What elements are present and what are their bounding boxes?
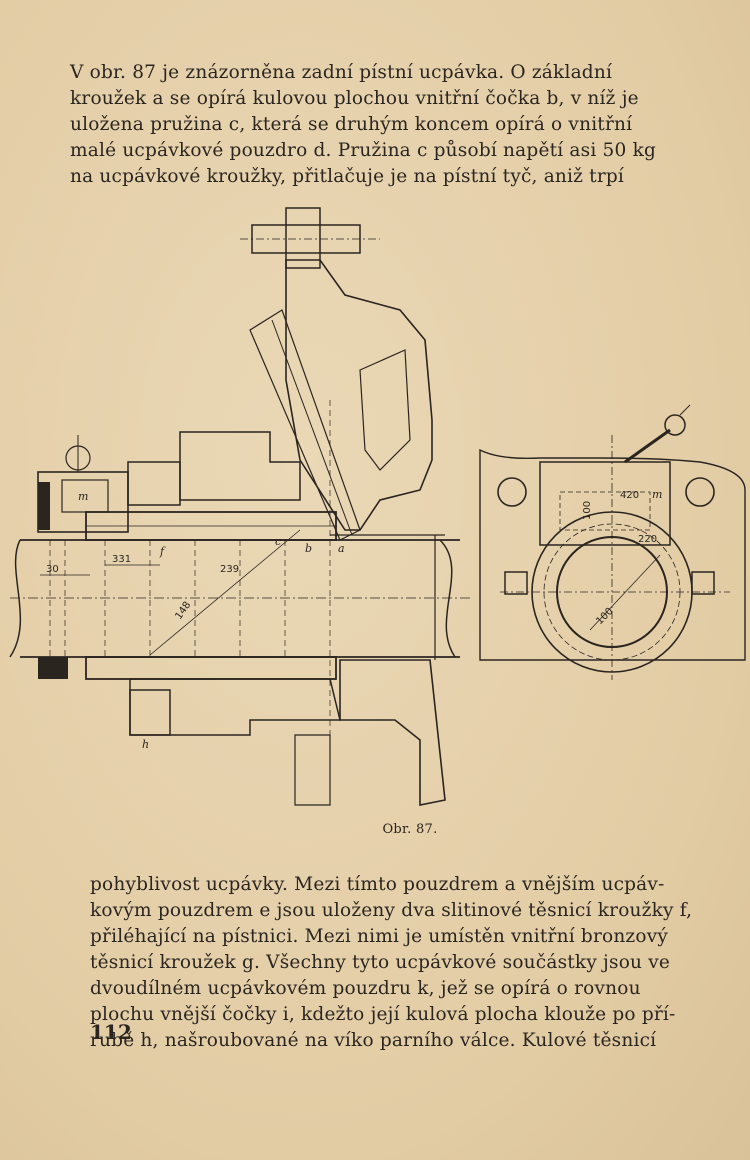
end-view: 420 m 100 100 220 — [479, 404, 746, 680]
text-line: kroužek a se opírá kulovou plochou vnitř… — [70, 88, 639, 109]
text-line: těsnicí kroužek g. Všechny tyto ucpávkov… — [90, 952, 671, 973]
text-line: dvoudílném ucpávkovém pouzdru k, jež se … — [90, 978, 641, 999]
end-ring-lower — [38, 657, 68, 679]
side-nut-left — [504, 571, 528, 595]
diagonal-dim — [149, 529, 301, 656]
side-nut-right — [691, 571, 715, 595]
part-m-box — [61, 479, 109, 513]
paragraph-bottom: pohyblivost ucpávky. Mezi tímto pouzdrem… — [90, 872, 740, 1054]
bolt-boss — [285, 207, 321, 269]
dim-239: 239 — [220, 564, 239, 575]
technical-drawing: m 30 — [9, 207, 746, 806]
text-line: rubě h, našroubované na víko parního vál… — [90, 1030, 657, 1051]
dim-148: 148 — [173, 600, 193, 622]
label-h: h — [142, 738, 149, 751]
gland-upper — [127, 461, 181, 506]
packing-rings-lower — [85, 656, 337, 680]
label-m: m — [78, 490, 88, 503]
figure-caption: Obr. 87. — [382, 822, 438, 837]
oil-fitting-cap — [664, 414, 686, 436]
end-flange-outline — [479, 448, 746, 661]
text-line: malé ucpávkové pouzdro d. Pružina c půso… — [70, 140, 657, 161]
label-a: a — [338, 542, 345, 555]
text-line: V obr. 87 je znázorněna zadní pístní ucp… — [70, 62, 613, 83]
cover-cavity — [359, 349, 411, 471]
text-line: plochu vnější čočky i, kdežto její kulov… — [90, 1004, 676, 1025]
text-line: na ucpávkové kroužky, přitlačuje je na p… — [70, 166, 625, 187]
dim-420: 420 — [620, 490, 639, 501]
cover-lower-inner — [294, 734, 331, 806]
end-ring-upper — [38, 482, 50, 530]
cover-lower — [339, 659, 446, 806]
housing-upper — [179, 431, 301, 501]
dim-331: 331 — [112, 554, 131, 565]
gland-lower — [129, 689, 171, 736]
dim-410: 100 — [582, 501, 593, 520]
inclined-pipe — [249, 309, 361, 541]
label-c: c — [275, 535, 281, 548]
rod-break-right — [439, 539, 456, 658]
text-line: přiléhající na pístnici. Mezi nimi je um… — [90, 926, 669, 947]
page-number: 112 — [90, 1020, 132, 1044]
rod-break-left — [9, 539, 22, 658]
dim-30: 30 — [46, 564, 59, 575]
bolt-hole-left — [497, 477, 527, 507]
label-unit: m — [652, 488, 662, 501]
bore-diameter-line — [589, 554, 661, 631]
cover-upper — [285, 259, 433, 531]
paragraph-top: V obr. 87 je znázorněna zadní pístní ucp… — [70, 60, 710, 190]
label-b: b — [305, 542, 312, 555]
oil-fitting — [624, 428, 671, 464]
housing-lower — [129, 678, 341, 736]
dim-220: 220 — [638, 534, 657, 545]
text-line: pohyblivost ucpávky. Mezi tímto pouzdrem… — [90, 874, 665, 895]
text-line: kovým pouzdrem e jsou uloženy dva slitin… — [90, 900, 693, 921]
label-f: f — [159, 545, 166, 558]
text-line: uložena pružina c, která se druhým konce… — [70, 114, 633, 135]
dim-100: 100 — [594, 606, 615, 627]
bolt-hole-right — [685, 477, 715, 507]
section-view: m 30 — [9, 207, 470, 806]
